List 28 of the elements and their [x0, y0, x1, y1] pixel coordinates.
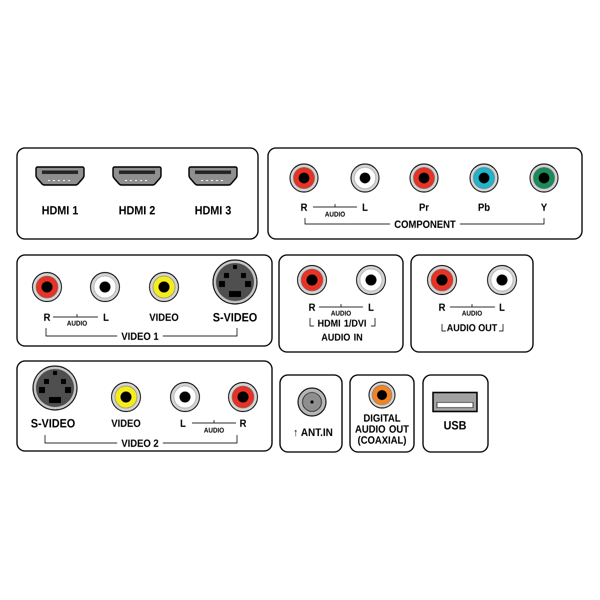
port-label: L — [500, 304, 505, 311]
port-label: L — [368, 304, 374, 311]
port-label: R — [301, 204, 308, 211]
port-label: R — [44, 314, 50, 321]
port-label: R — [309, 304, 316, 311]
port-label: Pb — [478, 203, 490, 211]
port-label: HDMI 2 — [119, 206, 155, 214]
port-label: L — [104, 314, 109, 321]
port-label: DIGITAL AUDIO OUT (COAXIAL) — [355, 414, 409, 446]
port-label: HDMI 1 — [42, 206, 78, 214]
port-label: VIDEO — [111, 420, 140, 427]
port-label: Pr — [420, 204, 429, 211]
group-label: HDMI 1/DVI AUDIO IN — [318, 319, 366, 341]
port-label: ↑ ANT.IN — [294, 428, 332, 436]
port-label: Y — [541, 204, 547, 211]
port-label: R — [240, 420, 246, 427]
group-label: VIDEO 1 — [121, 332, 158, 340]
port-label: HDMI 3 — [195, 206, 231, 215]
port-label: S-VIDEO — [213, 313, 257, 322]
group-label: COMPONENT — [394, 220, 456, 228]
port-label: L — [180, 420, 186, 427]
port-label: L — [362, 204, 368, 211]
port-label: S-VIDEO — [31, 419, 75, 428]
group-label: AUDIO OUT — [446, 324, 498, 332]
port-label: USB — [444, 421, 466, 430]
port-label: VIDEO — [149, 314, 178, 321]
port-label: R — [439, 304, 446, 311]
group-label: VIDEO 2 — [121, 440, 158, 447]
